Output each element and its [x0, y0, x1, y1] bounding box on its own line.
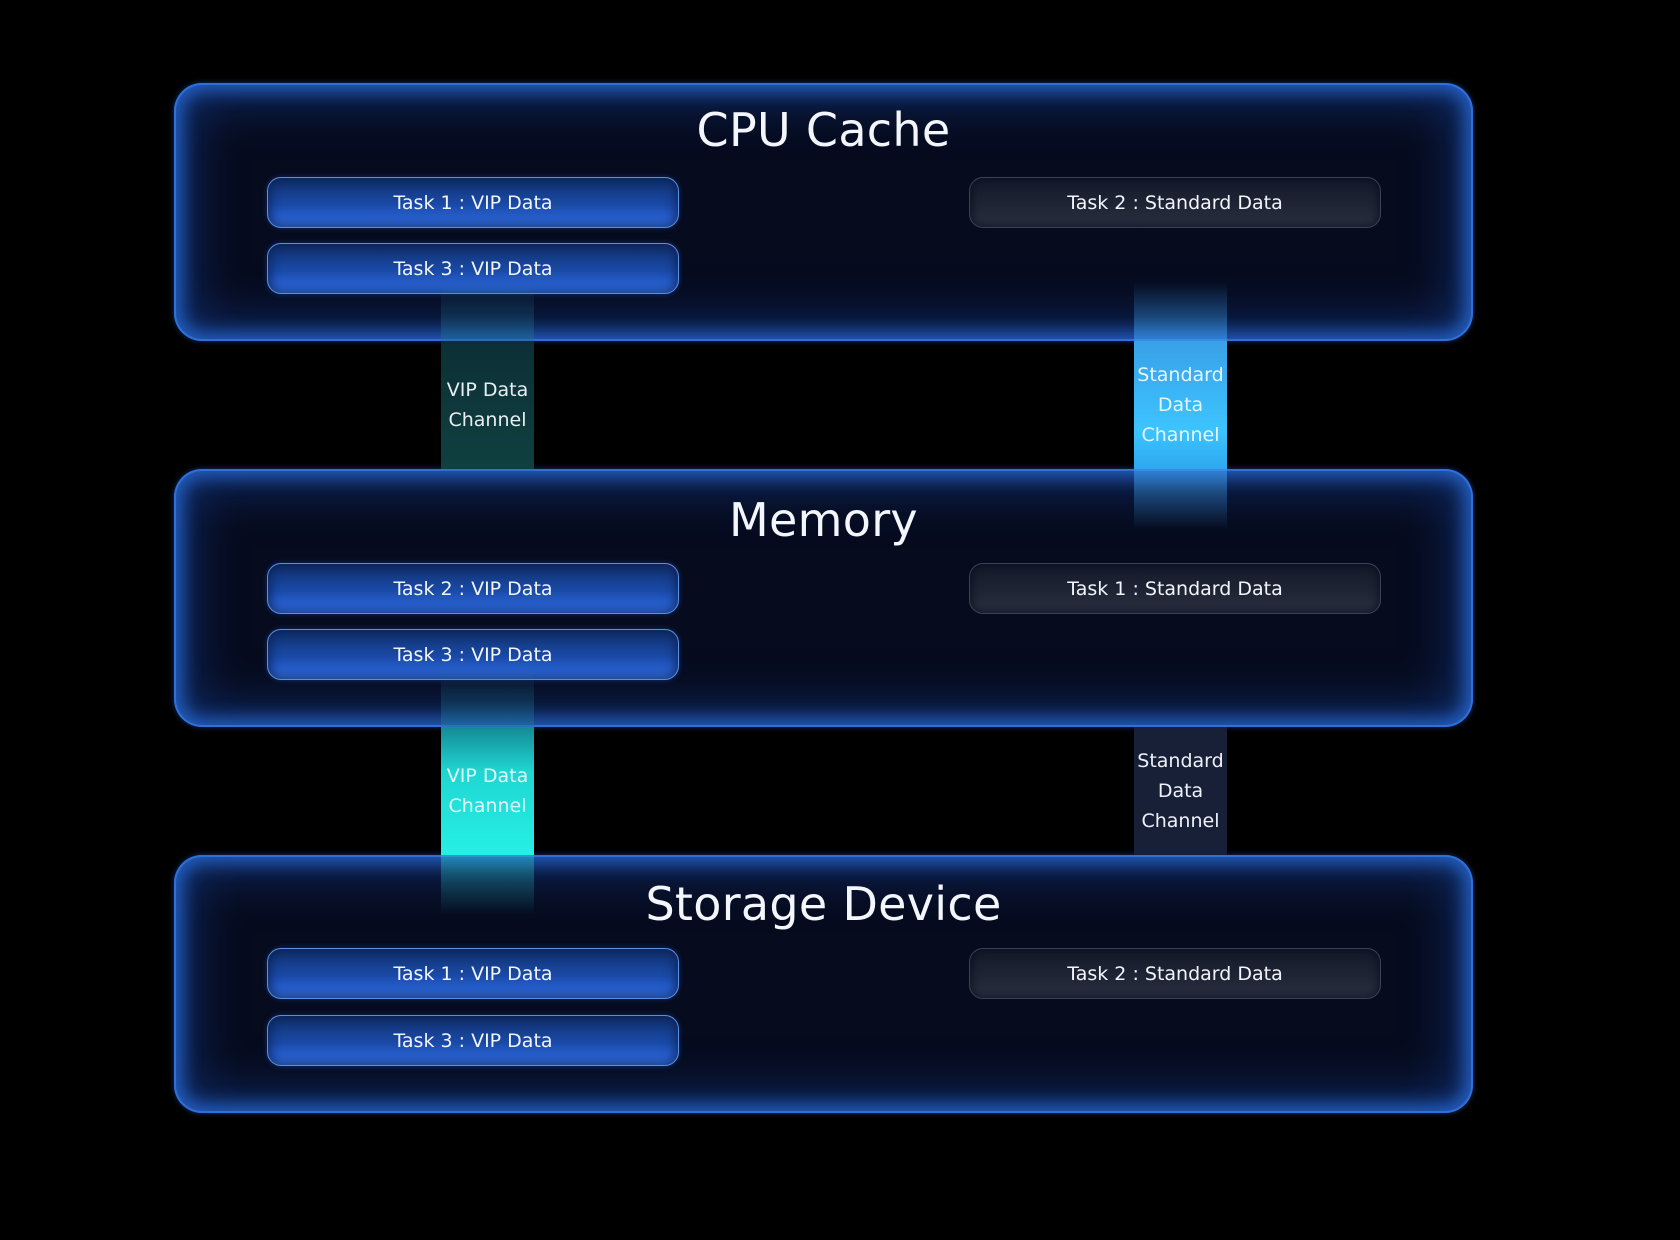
channel-label-line: Data: [1157, 394, 1204, 416]
channel-label-line: Channel: [1141, 424, 1220, 446]
vip-data-channel: VIP Data Channel: [441, 341, 534, 469]
tier-title: Memory: [729, 493, 918, 547]
standard-data-channel: Standard Data Channel: [1134, 727, 1227, 855]
vip-task-pill: Task 2 : VIP Data: [267, 563, 679, 614]
tier-cpu-cache: CPU Cache Task 1 : VIP Data Task 3 : VIP…: [174, 83, 1473, 341]
tier-memory: Memory Task 2 : VIP Data Task 3 : VIP Da…: [174, 469, 1473, 727]
channel-label-line: Channel: [448, 409, 527, 431]
vip-data-channel: VIP Data Channel: [441, 727, 534, 855]
channel-label-line: VIP Data: [446, 379, 529, 401]
standard-data-channel: Standard Data Channel: [1134, 341, 1227, 469]
vip-task-pill: Task 3 : VIP Data: [267, 1015, 679, 1066]
channel-label-line: Standard: [1137, 364, 1224, 386]
vip-task-pill: Task 3 : VIP Data: [267, 629, 679, 680]
channel-label-line: Data: [1157, 780, 1204, 802]
vip-task-pill: Task 1 : VIP Data: [267, 177, 679, 228]
tier-title: CPU Cache: [696, 103, 951, 157]
channel-label-line: VIP Data: [446, 765, 529, 787]
channel-label-line: Channel: [448, 795, 527, 817]
channel-label-line: Channel: [1141, 810, 1220, 832]
tier-storage-device: Storage Device Task 1 : VIP Data Task 3 …: [174, 855, 1473, 1113]
standard-task-pill: Task 2 : Standard Data: [969, 948, 1381, 999]
vip-task-pill: Task 1 : VIP Data: [267, 948, 679, 999]
standard-task-pill: Task 2 : Standard Data: [969, 177, 1381, 228]
tier-title: Storage Device: [645, 877, 1002, 931]
standard-task-pill: Task 1 : Standard Data: [969, 563, 1381, 614]
channel-label-line: Standard: [1137, 750, 1224, 772]
vip-task-pill: Task 3 : VIP Data: [267, 243, 679, 294]
